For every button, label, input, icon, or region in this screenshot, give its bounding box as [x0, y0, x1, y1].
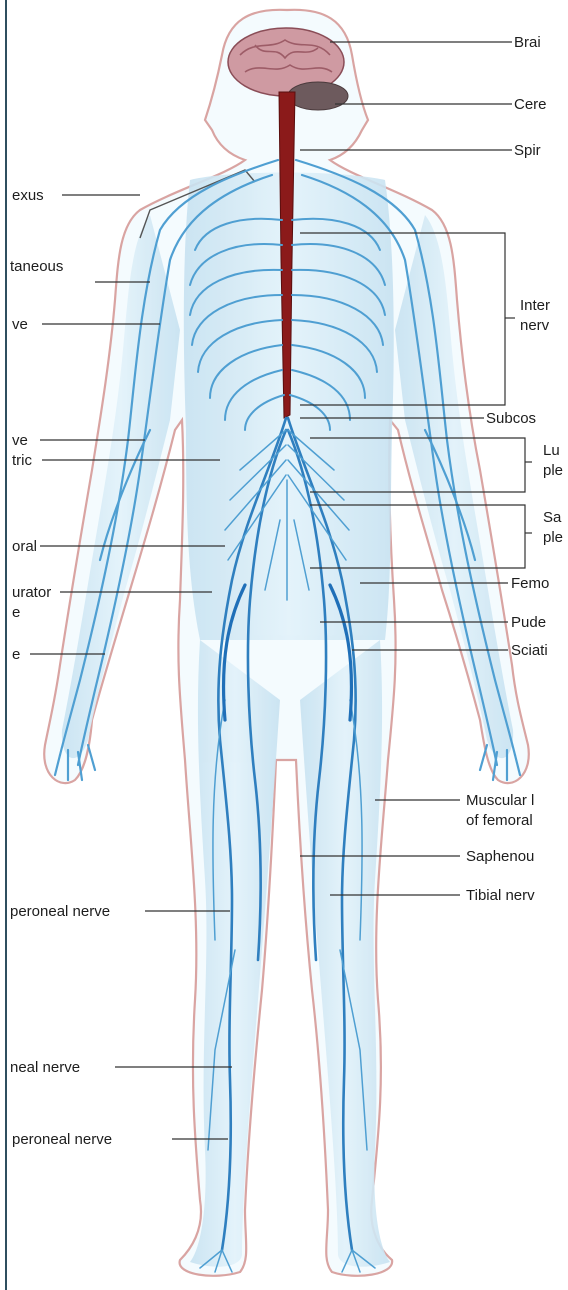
label-urator-line1: urator: [12, 583, 51, 602]
label-pudendal: Pude: [511, 613, 546, 632]
label-lumbar-line1: Lu: [543, 441, 560, 460]
label-intercostal-line1: Inter: [520, 296, 550, 315]
label-tibial: Tibial nerv: [466, 886, 535, 905]
label-ve-upper: ve: [12, 315, 28, 334]
label-sacral-line1: Sa: [543, 508, 561, 527]
label-femoral: Femo: [511, 574, 549, 593]
label-oral: oral: [12, 537, 37, 556]
label-peroneal-upper: peroneal nerve: [10, 902, 110, 921]
label-intercostal-line2: nerv: [520, 316, 549, 335]
label-ve-lower: e: [12, 645, 20, 664]
label-sciatic: Sciati: [511, 641, 548, 660]
label-peroneal-middle: neal nerve: [10, 1058, 80, 1077]
label-cutaneous: taneous: [10, 257, 63, 276]
label-plexus: exus: [12, 186, 44, 205]
label-spinal-cord: Spir: [514, 141, 541, 160]
label-sacral-line2: ple: [543, 528, 563, 547]
label-muscular-line2: of femoral: [466, 811, 533, 830]
label-cerebellum: Cere: [514, 95, 547, 114]
label-muscular-line1: Muscular l: [466, 791, 534, 810]
label-saphenous: Saphenou: [466, 847, 534, 866]
label-brain: Brai: [514, 33, 541, 52]
label-subcostal: Subcos: [486, 409, 536, 428]
label-lumbar-line2: ple: [543, 461, 563, 480]
label-ve-middle: ve: [12, 431, 28, 450]
label-tric: tric: [12, 451, 32, 470]
label-urator-line2: e: [12, 603, 20, 622]
label-peroneal-lower: peroneal nerve: [12, 1130, 112, 1149]
